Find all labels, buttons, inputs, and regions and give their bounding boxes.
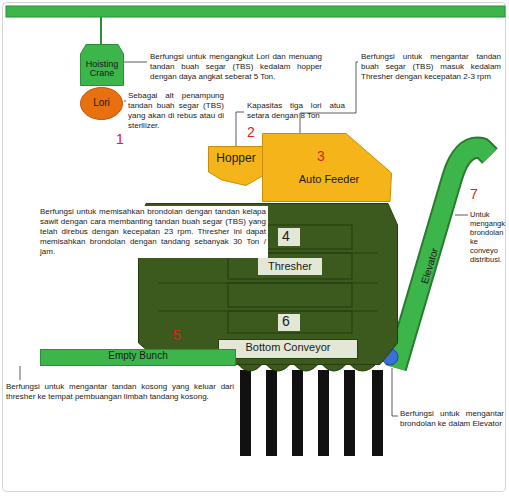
crane-cable — [100, 17, 102, 46]
crane-rail — [6, 6, 505, 17]
frame — [3, 3, 506, 492]
annotation-text: Untuk mengangk brondolan ke conveyo dist… — [470, 210, 505, 264]
empty-bunch-conveyor: Empty Bunch — [40, 349, 236, 366]
callout-number: 3 — [317, 148, 325, 164]
leader-line — [20, 62, 468, 416]
node-text: Elevator — [411, 225, 450, 306]
auto-feeder-shape-outline — [262, 133, 392, 202]
callout-number: 6 — [282, 313, 290, 329]
callout-number: 2 — [247, 124, 255, 140]
annotation-text: Berfungsi untuk memisahkan brondolan den… — [38, 206, 268, 258]
support-pillars — [240, 370, 383, 456]
bottom-conveyor-box: Bottom Conveyor — [218, 339, 358, 359]
node-text: Empty Bunch — [41, 349, 235, 364]
annotation-text: Kapasitas tiga lori atua setara dengan 8… — [247, 101, 345, 121]
node-text: Lori — [80, 87, 123, 120]
node-text: Auto Feeder — [284, 171, 374, 189]
annotation-text: Berfungsi untuk mengangkut Lori dan menu… — [150, 52, 322, 82]
node-text: Hopper — [210, 149, 262, 167]
annotation-text: Berfungsi untuk mengantar brondolan ke d… — [400, 409, 504, 429]
callout-number: 4 — [282, 228, 290, 244]
hopper-shape: Hopper — [208, 146, 266, 186]
node-text: Bottom Conveyor — [219, 339, 357, 357]
callout-number: 1 — [116, 131, 124, 147]
auto-feeder-shape: Auto Feeder — [262, 133, 392, 202]
annotation-text: Berfungsi untuk mengantar tandan buah se… — [361, 52, 501, 82]
callout-number: 7 — [470, 186, 478, 202]
callout-number: 5 — [173, 327, 181, 343]
node-text: Hoisting Crane — [80, 54, 124, 84]
annotation-text: Berfungsi untuk mengantar tandan kosong … — [6, 382, 234, 402]
elevator-label-box: Elevator — [411, 225, 450, 306]
lori-circle: Lori — [80, 87, 123, 120]
annotation-text: Sebagai alt penampung tandan buah segar … — [128, 91, 224, 131]
crane-box: Hoisting Crane — [80, 44, 124, 86]
node-text: Thresher — [258, 258, 322, 275]
